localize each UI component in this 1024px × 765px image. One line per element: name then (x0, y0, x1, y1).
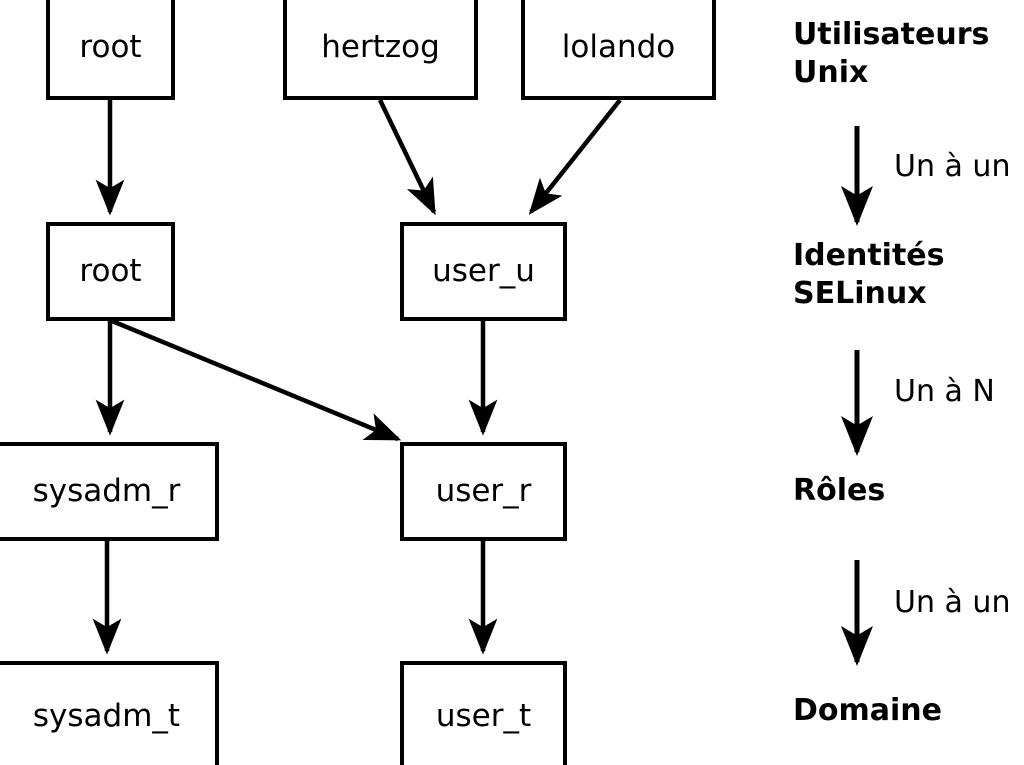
node-label-id_user_u: user_u (432, 253, 535, 289)
node-id_user_u[interactable]: user_u (400, 222, 567, 321)
node-label-id_root: root (79, 253, 142, 289)
node-dom_user_t[interactable]: user_t (400, 661, 567, 765)
node-dom_sysadm_t[interactable]: sysadm_t (0, 661, 219, 765)
node-label-dom_user_t: user_t (435, 697, 532, 734)
node-role_sysadm_r[interactable]: sysadm_r (0, 442, 219, 541)
legend-arrow-3-label: Un à un (894, 585, 1011, 620)
legend-arrow-2-label: Un à N (894, 374, 995, 409)
legend-level-unix: Utilisateurs Unix (793, 17, 990, 91)
node-label-role_user_r: user_r (435, 473, 532, 509)
node-role_user_r[interactable]: user_r (400, 442, 567, 541)
node-unix_root[interactable]: root (46, 0, 175, 100)
node-label-unix_hertzog: hertzog (321, 28, 440, 65)
legend-level-roles: Rôles (793, 473, 886, 508)
node-id_root[interactable]: root (46, 222, 175, 321)
edge-id_root-to-role_user_r (111, 318, 402, 442)
legend-level-identity: Identités SELinux (793, 238, 945, 312)
node-label-dom_sysadm_t: sysadm_t (32, 697, 181, 734)
legend-level-domain: Domaine (793, 693, 943, 728)
legend-arrow-1-label: Un à un (894, 149, 1011, 184)
node-label-unix_root: root (79, 28, 142, 65)
node-label-role_sysadm_r: sysadm_r (32, 473, 181, 509)
node-label-unix_lolando: lolando (561, 28, 676, 65)
node-unix_lolando[interactable]: lolando (521, 0, 716, 100)
edge-unix_lolando-to-id_user_u (528, 98, 622, 215)
edge-unix_hertzog-to-id_user_u (377, 99, 437, 216)
edge-layer (92, 98, 622, 655)
node-unix_hertzog[interactable]: hertzog (283, 0, 478, 100)
